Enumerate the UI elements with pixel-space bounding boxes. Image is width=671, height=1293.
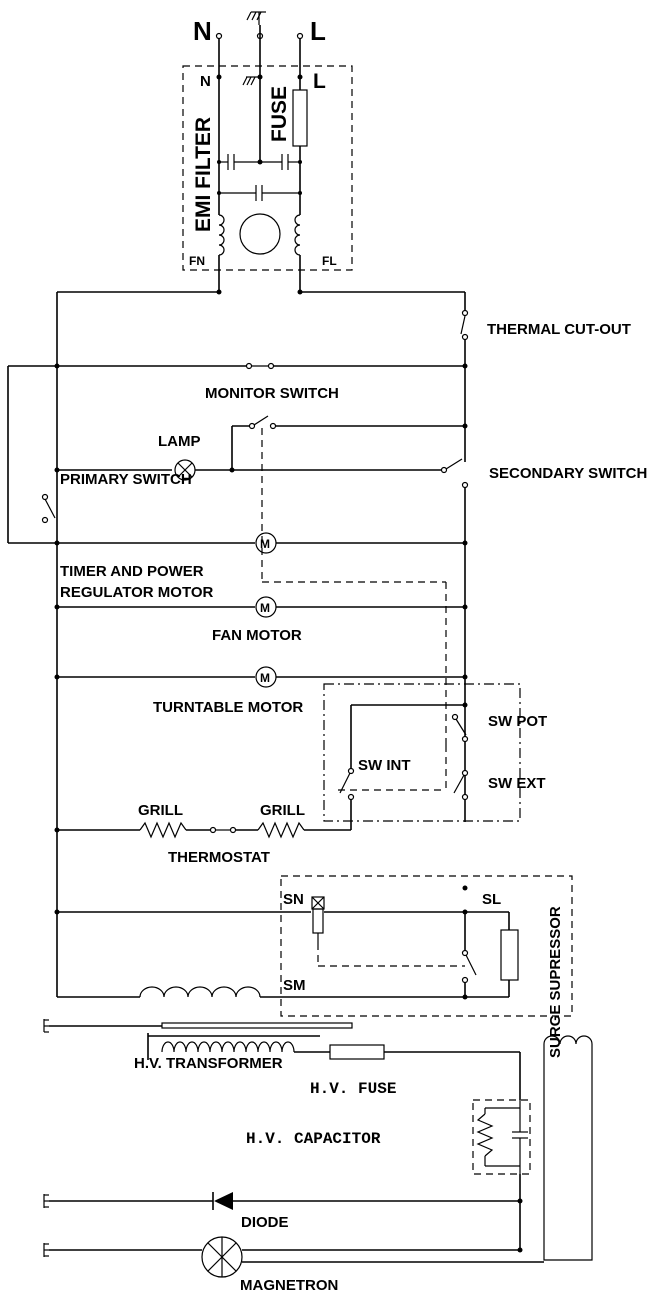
grill-heater-right — [257, 821, 305, 839]
timer-motor-label-2: REGULATOR MOTOR — [60, 584, 214, 601]
primary-switch — [41, 493, 56, 524]
earth-magnetron-icon — [43, 1243, 49, 1257]
interlock-box — [323, 683, 521, 822]
transformer-core — [161, 1022, 353, 1029]
secondary-switch-label: SECONDARY SWITCH — [489, 465, 647, 482]
surge-coil — [543, 1035, 593, 1261]
magnetron-icon — [201, 1236, 243, 1278]
primary-switch-label: PRIMARY SWITCH — [60, 471, 192, 488]
transformer-secondary — [161, 1041, 295, 1053]
earth-top-icon — [246, 11, 266, 25]
fuse-symbol — [292, 89, 308, 147]
fan-motor-label: FAN MOTOR — [212, 627, 302, 644]
relay-coil — [312, 908, 324, 934]
diode-icon — [214, 1192, 233, 1210]
sw-int-label: SW INT — [358, 757, 411, 774]
l-inner-label: L — [313, 70, 326, 93]
turntable-motor-icon: M — [255, 666, 277, 688]
fn-label: FN — [189, 254, 205, 268]
filter-core-symbol — [239, 213, 281, 255]
l-terminal-label: L — [310, 16, 326, 46]
hv-fuse-label: H.V. FUSE — [310, 1080, 396, 1098]
n-terminal-label: N — [193, 16, 212, 46]
diode-label: DIODE — [241, 1214, 289, 1231]
monitor-switch-label: MONITOR SWITCH — [205, 385, 339, 402]
sn-label: SN — [283, 891, 304, 908]
timer-motor-label-1: TIMER AND POWER — [60, 563, 204, 580]
svg-text:M: M — [260, 601, 270, 615]
sw-pot-label: SW POT — [488, 713, 547, 730]
sw-ext-label: SW EXT — [488, 775, 546, 792]
hv-capacitor-box — [472, 1099, 531, 1175]
surge-resistor — [500, 929, 519, 981]
grill-heater-left — [139, 821, 187, 839]
earth-core-icon — [43, 1019, 162, 1033]
emi-filter-box — [182, 65, 353, 271]
thermal-cutout-switch — [460, 309, 469, 341]
emi-filter-label: EMI FILTER — [192, 117, 215, 232]
hv-capacitor-label: H.V. CAPACITOR — [246, 1130, 381, 1148]
surge-supressor-label: SURGE SUPRESSOR — [547, 906, 564, 1058]
grill-right-label: GRILL — [260, 802, 305, 819]
svg-text:M: M — [260, 537, 270, 551]
magnetron-label: MAGNETRON — [240, 1277, 338, 1293]
sm-label: SM — [283, 977, 306, 994]
lamp-label: LAMP — [158, 433, 201, 450]
transformer-primary — [139, 986, 261, 998]
earth-diode-icon — [43, 1194, 49, 1208]
turntable-motor-label: TURNTABLE MOTOR — [153, 699, 303, 716]
thermal-cutout-label: THERMAL CUT-OUT — [487, 321, 631, 338]
grill-left-label: GRILL — [138, 802, 183, 819]
sl-label: SL — [482, 891, 501, 908]
relay-box — [280, 875, 573, 1017]
fuse-label: FUSE — [268, 86, 291, 142]
earth-inner-icon — [242, 76, 258, 86]
hv-transformer-label: H.V. TRANSFORMER — [134, 1055, 283, 1072]
fan-motor-icon: M — [255, 596, 277, 618]
thermostat-label: THERMOSTAT — [168, 849, 270, 866]
hv-fuse-symbol — [329, 1044, 385, 1060]
fl-label: FL — [322, 254, 337, 268]
bleeder-resistor — [476, 1113, 494, 1157]
timer-motor-icon: M — [255, 532, 277, 554]
n-inner-label: N — [200, 73, 211, 90]
svg-text:M: M — [260, 671, 270, 685]
